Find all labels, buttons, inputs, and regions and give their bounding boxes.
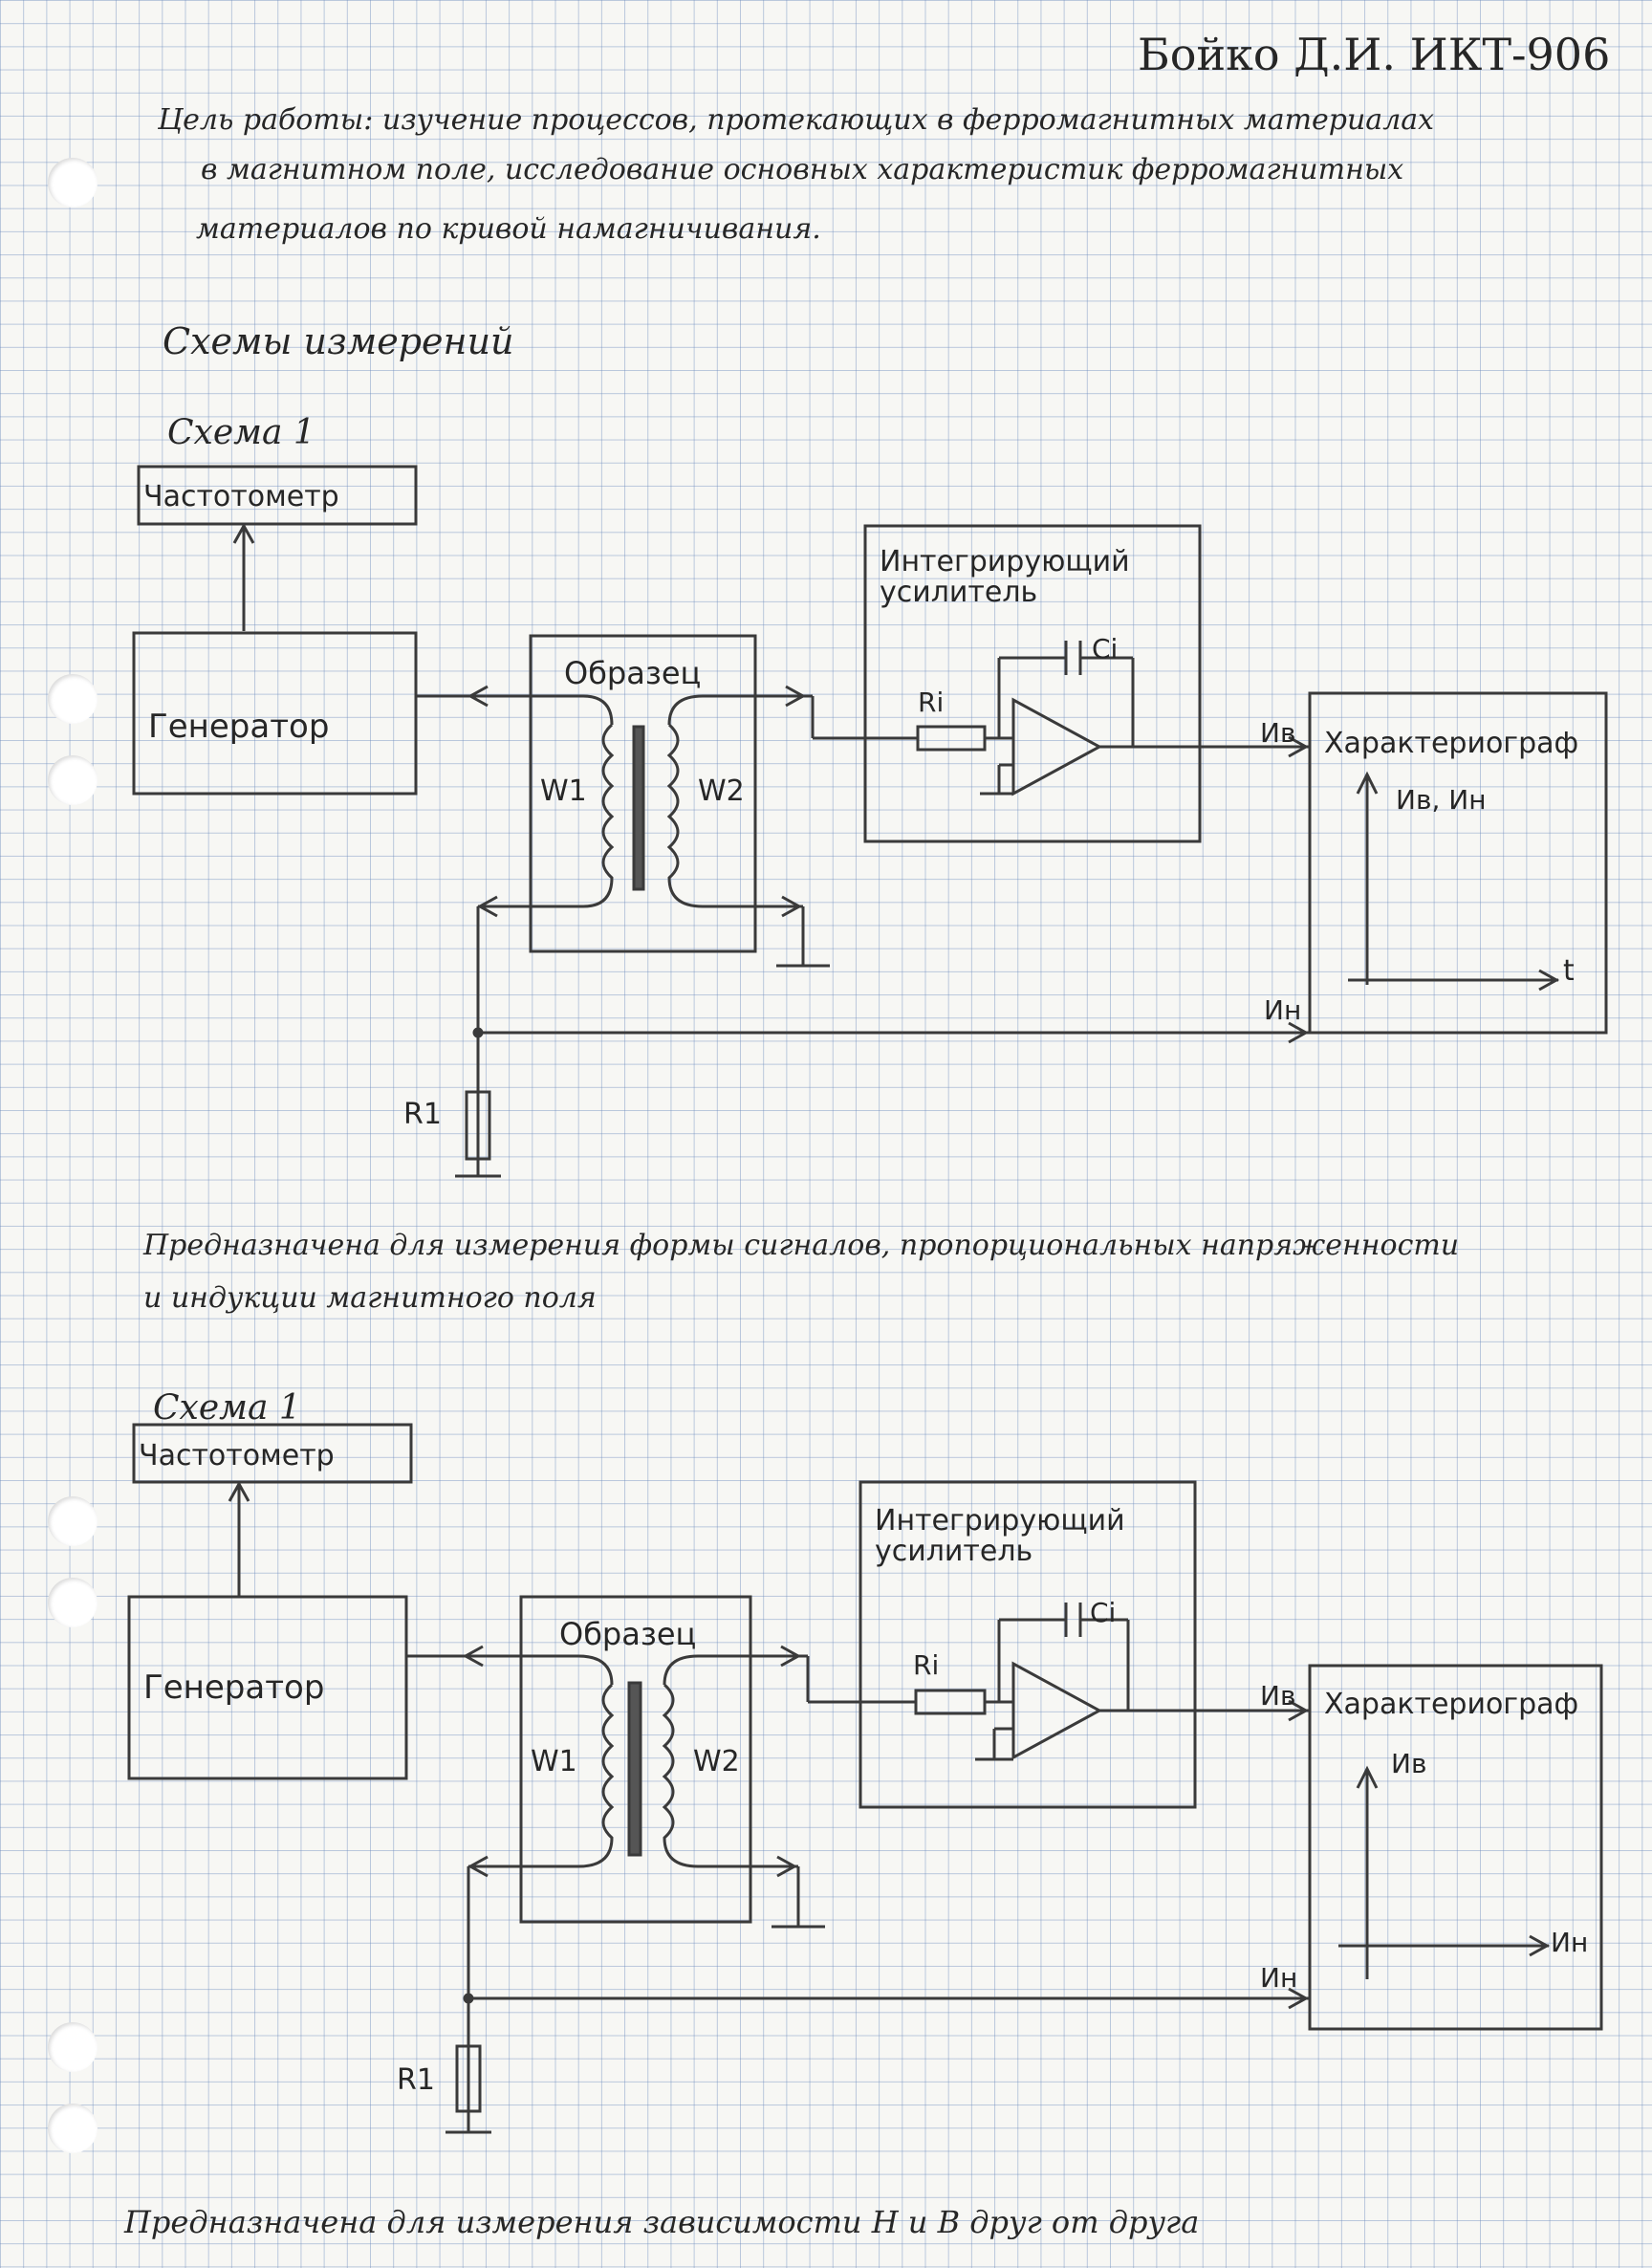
scope-label: Характериограф: [1324, 727, 1579, 760]
resistor-r1-label: R1: [397, 2063, 435, 2097]
sample-box: [529, 634, 757, 953]
amplifier-box: [859, 1480, 1197, 1809]
transformer-core: [627, 1681, 642, 1857]
winding-1-coil: [582, 694, 615, 908]
resistor-ri: [914, 1689, 987, 1715]
output-top-label: Ив: [1260, 717, 1296, 749]
resistor-ri-label: Ri: [913, 1649, 940, 1681]
punch-hole: [48, 158, 98, 207]
output-bottom-label: Ин: [1260, 1962, 1298, 1994]
frequency-meter-label: Частотометр: [139, 1439, 335, 1472]
resistor-r1-label: R1: [403, 1098, 442, 1131]
output-top-label: Ив: [1260, 1680, 1296, 1712]
resistor-ri-label: Ri: [918, 687, 945, 718]
scheme-1-wiring: [132, 465, 1608, 1178]
winding-2-label: W2: [693, 1745, 740, 1778]
punch-hole: [48, 1578, 98, 1627]
resistor-r1: [465, 1090, 491, 1161]
amplifier-box: [863, 524, 1202, 843]
capacitor-label: Ci: [1090, 1597, 1117, 1628]
punch-hole: [48, 1496, 98, 1546]
scheme-description-line-2: и индукции магнитного поля: [143, 1281, 597, 1315]
amplifier-label: Интегрирующий усилитель: [880, 545, 1130, 609]
winding-2-coil: [666, 694, 704, 908]
scope-y-axis-label: Ив, Ин: [1396, 784, 1487, 816]
scheme-title: Схема 1: [167, 413, 315, 452]
punch-hole: [48, 755, 98, 805]
frequency-meter-box: [132, 1423, 413, 1484]
op-amp: [1011, 1661, 1103, 1760]
scope-label: Характериограф: [1324, 1688, 1579, 1721]
sample-label: Образец: [564, 655, 702, 691]
generator-label: Генератор: [148, 708, 330, 746]
scope-x-axis-label: Ин: [1551, 1927, 1589, 1958]
transformer-core: [632, 725, 645, 891]
goal-line-1: Цель работы: изучение процессов, протека…: [158, 103, 1435, 137]
scope-x-axis-label: t: [1563, 954, 1575, 988]
capacitor-label: Ci: [1092, 633, 1119, 665]
winding-1-coil: [577, 1654, 615, 1868]
winding-1-label: W1: [531, 1745, 577, 1778]
resistor-r1: [455, 2044, 482, 2113]
punch-hole: [48, 2022, 98, 2072]
section-title: Схемы измерений: [163, 320, 514, 362]
frequency-meter-label: Частотометр: [143, 480, 339, 513]
sample-box: [519, 1595, 752, 1924]
sample-label: Образец: [559, 1616, 697, 1652]
punch-hole: [48, 2104, 98, 2153]
frequency-meter-box: [137, 465, 418, 526]
winding-1-label: W1: [540, 774, 587, 808]
goal-line-2: в магнитном поле, исследование основных …: [201, 153, 1404, 186]
winding-2-coil: [662, 1654, 699, 1868]
scheme-title: Схема 1: [153, 1388, 301, 1428]
generator-label: Генератор: [143, 1668, 325, 1707]
resistor-ri: [916, 725, 987, 752]
amplifier-label: Интегрирующий усилитель: [875, 1504, 1125, 1568]
scheme-2-wiring: [127, 1423, 1603, 2134]
punch-hole: [48, 674, 98, 724]
generator-box: [132, 631, 418, 796]
scheme-description-line-1: Предназначена для измерения формы сигнал…: [143, 1229, 1460, 1262]
author-line: Бойко Д.И. ИКТ-906: [1138, 29, 1611, 80]
generator-box: [127, 1595, 408, 1780]
scope-box: [1308, 691, 1608, 1035]
scope-y-axis-label: Ив: [1391, 1748, 1427, 1779]
scope-box: [1308, 1664, 1603, 2031]
op-amp: [1011, 697, 1103, 796]
winding-2-label: W2: [698, 774, 745, 808]
output-bottom-label: Ин: [1264, 994, 1302, 1026]
goal-line-3: материалов по кривой намагничивания.: [196, 212, 821, 246]
scheme-description-line-1: Предназначена для измерения зависимости …: [124, 2204, 1200, 2240]
